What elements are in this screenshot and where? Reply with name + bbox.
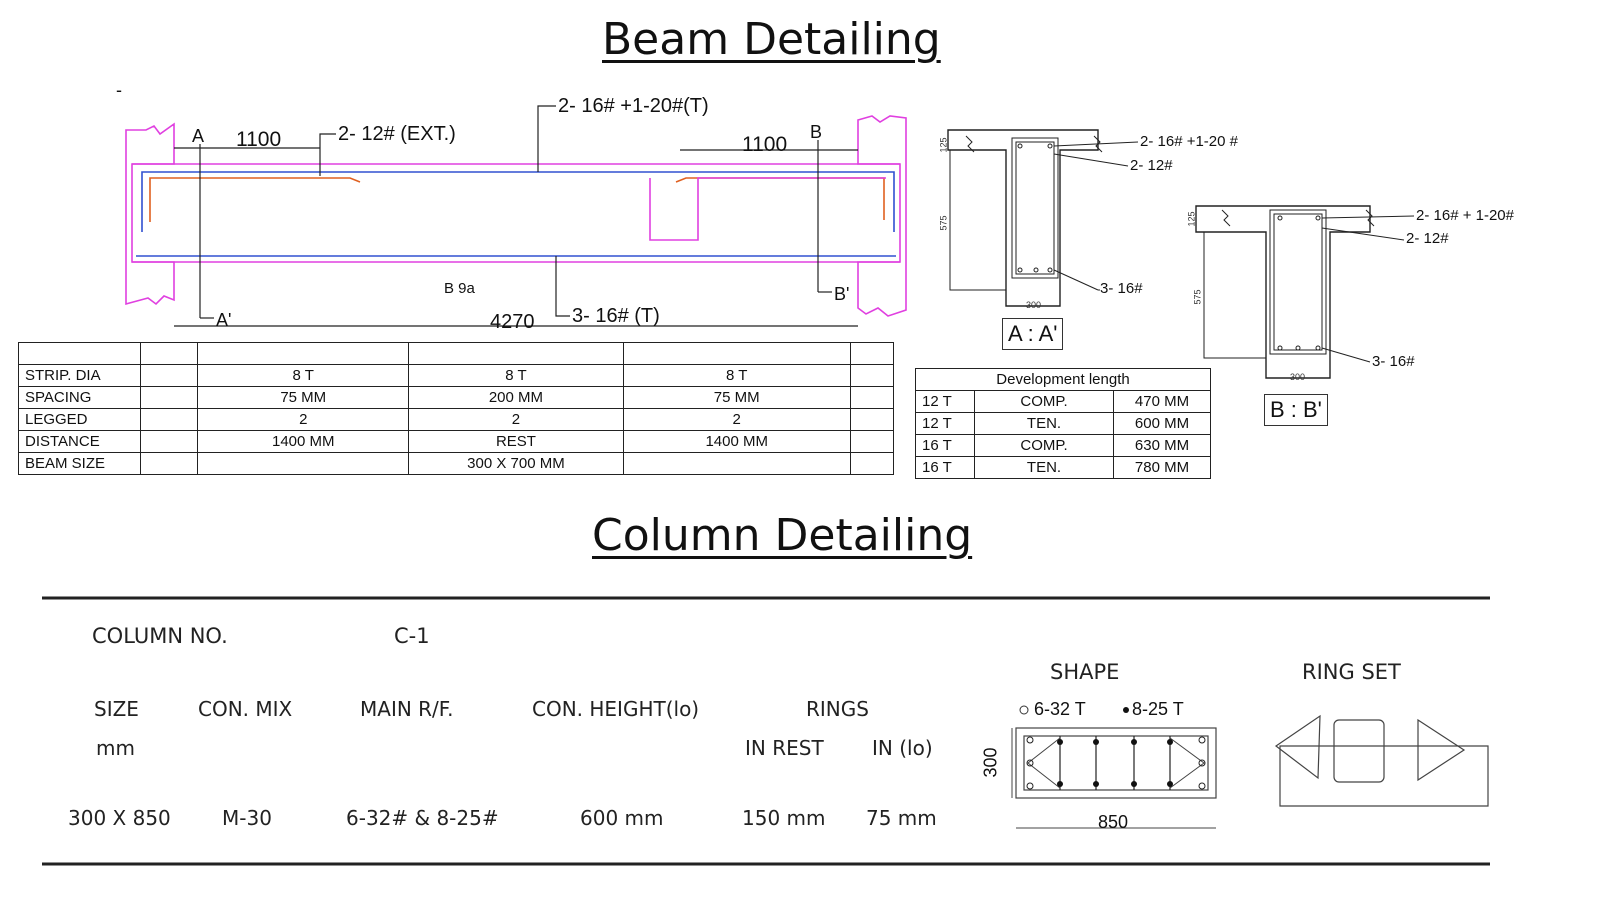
column-no-label: COLUMN NO.	[92, 624, 228, 648]
value-size: 300 X 850	[68, 806, 171, 830]
header-con-height: CON. HEIGHT(lo)	[532, 697, 700, 721]
section-a-label: A	[192, 126, 205, 146]
shape-dim-width: 850	[1098, 812, 1129, 832]
legend-filled-bars: 8-25 T	[1132, 699, 1184, 719]
right-length-dim: 1100	[742, 133, 788, 156]
table-row: STRIP. DIA 8 T 8 T 8 T	[18, 364, 895, 387]
header-rings: RINGS	[806, 697, 869, 721]
column-no-value: C-1	[394, 624, 430, 648]
right-support-column	[857, 115, 907, 317]
aa-dim-depth: 575	[938, 215, 949, 231]
value-in-rest: 150 mm	[742, 806, 826, 830]
table-row: 16 T COMP. 630 MM	[915, 434, 1211, 457]
beam-title: Beam Detailing	[602, 14, 941, 65]
aa-dim-width: 300	[1026, 300, 1042, 310]
aa-dim-slab: 125	[938, 137, 949, 153]
header-size-unit: mm	[96, 736, 135, 760]
table-row: 12 T TEN. 600 MM	[915, 412, 1211, 435]
total-length-dim: 4270	[490, 311, 535, 333]
extra-bar-right	[675, 177, 885, 220]
section-b-label: B	[810, 122, 823, 142]
left-length-dim: 1100	[236, 128, 282, 151]
value-in-lo: 75 mm	[866, 806, 937, 830]
value-con-height: 600 mm	[580, 806, 664, 830]
table-row: DISTANCE 1400 MM REST 1400 MM	[18, 430, 895, 453]
bb-dim-slab: 125	[1186, 211, 1197, 227]
header-main-rf: MAIN R/F.	[360, 697, 454, 721]
dash-mark: -	[116, 80, 122, 100]
table-row: SPACING 75 MM 200 MM 75 MM	[18, 386, 895, 409]
aa-top-bars: 2- 16# +1-20 #	[1140, 133, 1238, 150]
section-bb-label: B : B'	[1264, 394, 1328, 426]
bb-top-bars: 2- 16# + 1-20#	[1416, 207, 1514, 224]
aa-mid-bars: 2- 12#	[1130, 157, 1173, 174]
header-size: SIZE	[94, 697, 139, 721]
legend-open-bars: 6-32 T	[1034, 699, 1086, 719]
table-row: 12 T COMP. 470 MM	[915, 390, 1211, 413]
section-aa-drawing	[947, 129, 1139, 307]
header-con-mix: CON. MIX	[198, 697, 293, 721]
bb-dim-depth: 575	[1192, 289, 1203, 305]
header-in-lo: IN (lo)	[872, 736, 933, 760]
bar-top-main-label: 2- 16# +1-20#(T)	[558, 95, 709, 117]
value-main-rf: 6-32# & 8-25#	[346, 806, 499, 830]
development-length-table: Development length 12 T COMP. 470 MM 12 …	[915, 368, 1211, 479]
section-aa-label: A : A'	[1002, 318, 1064, 350]
bb-mid-bars: 2- 12#	[1406, 230, 1449, 247]
section-a2-label: A'	[216, 310, 232, 330]
table-row: LEGGED 2 2 2	[18, 408, 895, 431]
dev-length-title: Development length	[915, 368, 1211, 391]
bb-bottom-bars: 3- 16#	[1372, 353, 1415, 370]
section-bb-drawing	[1195, 205, 1415, 379]
top-main-bar	[141, 171, 895, 232]
column-shape-drawing	[1011, 705, 1217, 829]
bb-dim-width: 300	[1290, 372, 1306, 382]
header-shape: SHAPE	[1050, 660, 1120, 684]
table-row: 16 T TEN. 780 MM	[915, 456, 1211, 479]
ring-set-drawing	[1274, 714, 1489, 807]
bar-top-ext-label: 2- 12# (EXT.)	[338, 123, 456, 145]
table-header-row	[18, 342, 895, 365]
section-b2-label: B'	[834, 284, 850, 304]
table-row: BEAM SIZE 300 X 700 MM	[18, 452, 895, 475]
header-ring-set: RING SET	[1302, 660, 1401, 684]
value-con-mix: M-30	[222, 806, 272, 830]
beam-outline	[132, 163, 900, 263]
column-title: Column Detailing	[592, 510, 973, 561]
beam-id: B 9a	[444, 280, 475, 297]
shape-dim-height: 300	[980, 747, 1001, 778]
header-in-rest: IN REST	[745, 736, 824, 760]
aa-bottom-bars: 3- 16#	[1100, 280, 1143, 297]
beam-notch	[649, 177, 886, 241]
beam-stirrup-table: STRIP. DIA 8 T 8 T 8 T SPACING 75 MM 200…	[18, 342, 895, 475]
bar-bottom-label: 3- 16# (T)	[572, 305, 660, 327]
extra-bar-left	[149, 177, 361, 222]
